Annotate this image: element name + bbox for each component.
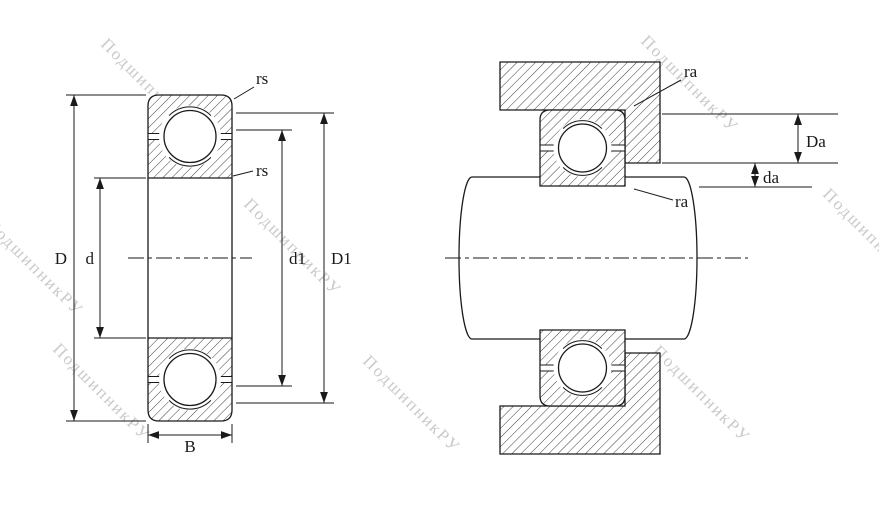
watermark-text: ПодшипникРУ xyxy=(240,194,345,299)
leader-ra-housing xyxy=(633,79,682,107)
ball-top xyxy=(163,109,217,164)
ball-bottom xyxy=(557,343,608,393)
watermark-text: ПодшипникРУ xyxy=(49,339,154,444)
left-view-dimensions xyxy=(66,86,334,443)
dim-label-d1: d1 xyxy=(289,249,306,268)
dim-label-Da: Da xyxy=(806,132,826,151)
left-view-labels: D d d1 D1 B rs rs xyxy=(55,69,352,456)
left-view-bearing-section xyxy=(128,94,252,422)
raceway-arc xyxy=(562,167,603,176)
raceway-arc xyxy=(562,120,603,129)
ball-bottom xyxy=(163,352,217,407)
leader-rs-outer xyxy=(233,86,255,100)
ball-top xyxy=(557,123,608,173)
dim-label-rs-outer: rs xyxy=(256,69,268,88)
leader-rs-inner xyxy=(232,170,254,177)
dim-label-ra-housing: ra xyxy=(684,62,698,81)
dim-label-D: D xyxy=(55,249,67,268)
dim-label-D1: D1 xyxy=(331,249,352,268)
watermark-text: ПодшипникРУ xyxy=(649,341,754,446)
raceway-arc xyxy=(168,106,212,116)
dim-label-d: d xyxy=(86,249,95,268)
raceway-arc xyxy=(562,387,603,396)
leader-ra-shaft xyxy=(633,188,674,201)
right-view-dimensions xyxy=(633,79,838,201)
raceway-arc xyxy=(562,340,603,349)
raceway-arc xyxy=(168,400,212,410)
right-view-mounted-section xyxy=(445,61,748,455)
watermark-text: ПодшипникРУ xyxy=(359,351,464,456)
dim-label-rs-inner: rs xyxy=(256,161,268,180)
watermark-text: ПодшипникРУ xyxy=(819,184,879,289)
dim-label-B: B xyxy=(184,437,195,456)
dim-label-da: da xyxy=(763,168,780,187)
right-view-labels: ra Da da ra xyxy=(675,62,826,211)
dim-label-ra-shaft: ra xyxy=(675,192,689,211)
raceway-arc xyxy=(168,349,212,359)
raceway-arc xyxy=(168,157,212,167)
